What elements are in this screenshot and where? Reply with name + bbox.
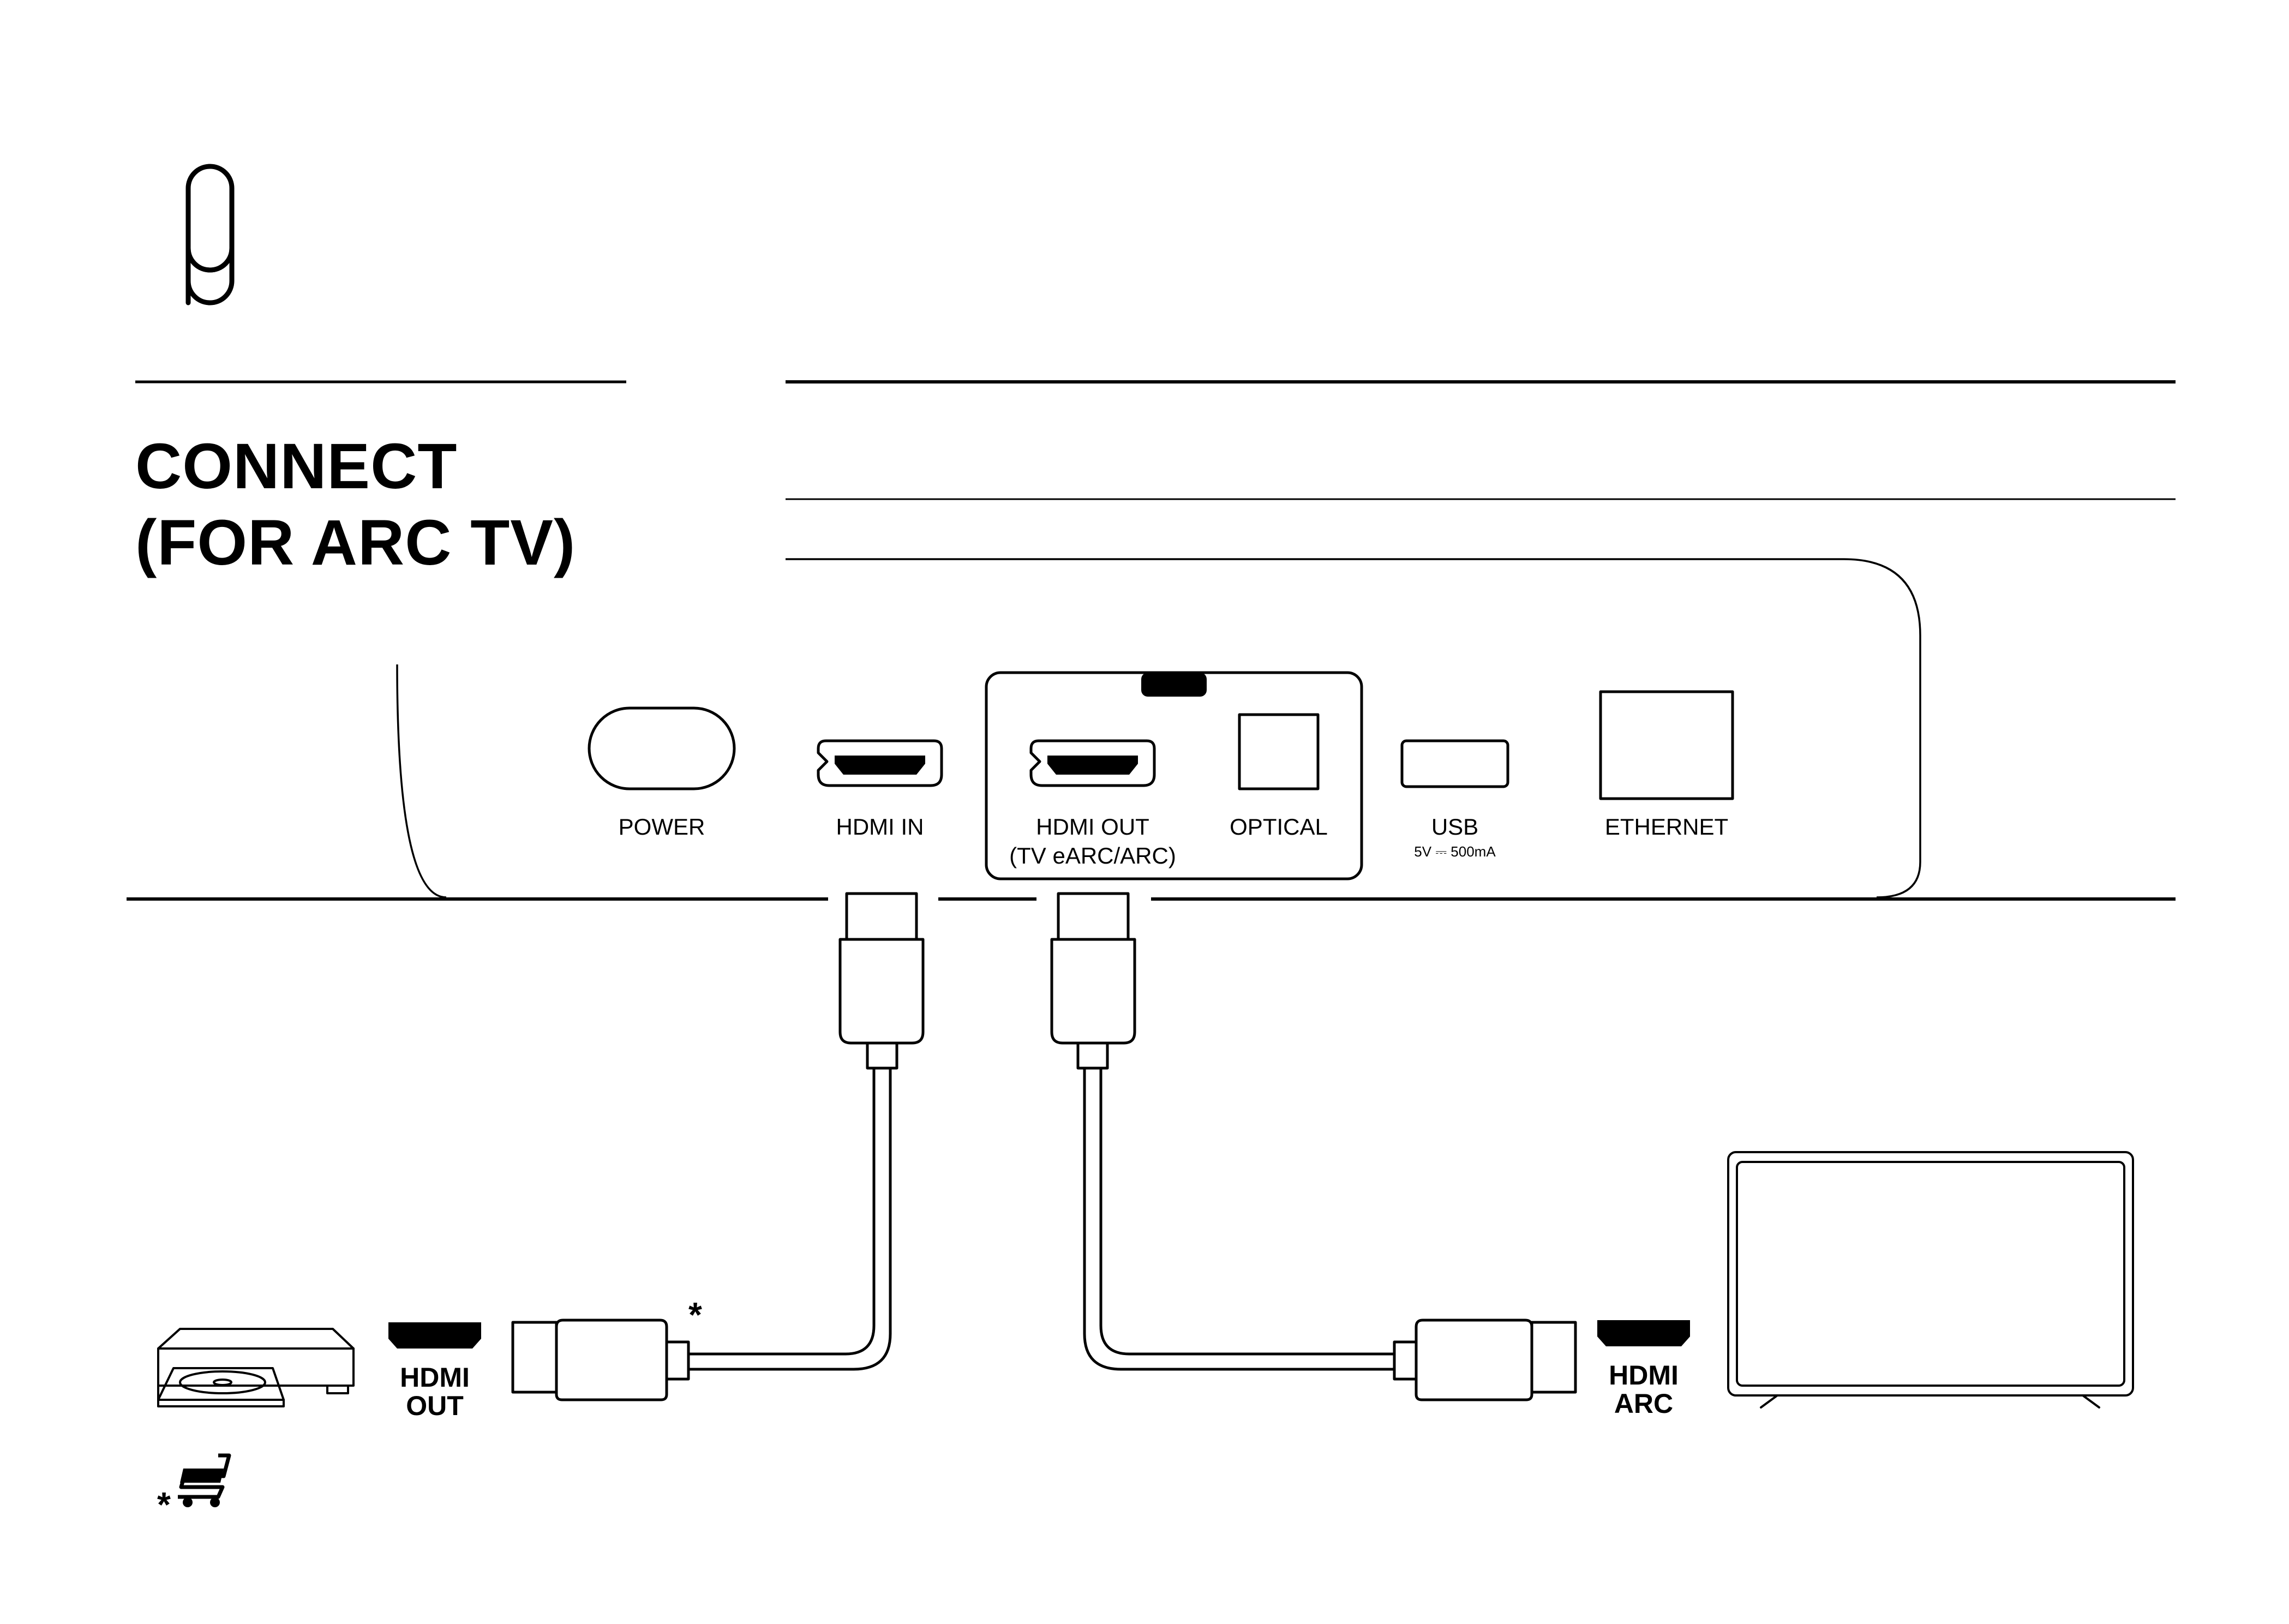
power-port: POWER — [588, 706, 736, 840]
source-hdmi-out-port: HDMI OUT — [388, 1322, 481, 1421]
hdmi-in-port: HDMI IN — [817, 739, 943, 840]
usb-port: USB 5V ⎓ 500mA — [1400, 739, 1509, 860]
hdmi-port-icon — [1597, 1320, 1690, 1346]
tv-port-label-line1: HDMI — [1609, 1360, 1679, 1391]
usb-port-icon — [1400, 739, 1509, 788]
soundbar-body — [396, 558, 1921, 898]
hdmi-out-label: HDMI OUT — [1036, 814, 1149, 840]
hdmi-out-optical-panel — [985, 671, 1363, 880]
page-title-line1: CONNECT — [135, 430, 457, 502]
optional-cable-asterisk: * — [688, 1295, 702, 1334]
hdmi-in-label: HDMI IN — [836, 814, 924, 840]
optical-port: OPTICAL — [1230, 713, 1328, 840]
optical-label: OPTICAL — [1230, 814, 1328, 840]
ethernet-port: ETHERNET — [1599, 690, 1734, 840]
page-title-line2: (FOR ARC TV) — [135, 507, 576, 579]
hdmi-port-icon — [1029, 739, 1156, 787]
usb-label: USB — [1431, 814, 1478, 840]
hdmi-cable-icon — [1050, 892, 1577, 1401]
hdmi-port-icon — [388, 1322, 481, 1349]
ethernet-label: ETHERNET — [1605, 814, 1728, 840]
blu-ray-player-icon — [157, 1328, 355, 1407]
shopping-cart-icon — [178, 1453, 231, 1507]
power-label: POWER — [619, 814, 705, 840]
sonos-logo-icon — [185, 164, 235, 305]
optical-port-icon — [1238, 713, 1320, 790]
hdmi-cable-icon — [511, 892, 925, 1401]
source-port-label-line1: HDMI — [400, 1362, 470, 1393]
hdmi-port-icon — [817, 739, 943, 787]
tv-hdmi-arc-port: HDMI ARC — [1597, 1320, 1690, 1419]
footnote-asterisk: * — [157, 1485, 171, 1524]
ethernet-port-icon — [1599, 690, 1734, 800]
source-port-label-line2: OUT — [406, 1391, 464, 1421]
hdmi-out-sublabel: (TV eARC/ARC) — [1009, 843, 1176, 868]
soundbar-top-lines — [786, 380, 2176, 500]
hdmi-out-port: HDMI OUT (TV eARC/ARC) — [1009, 739, 1176, 868]
usb-spec: 5V ⎓ 500mA — [1414, 843, 1496, 860]
footnote: * — [157, 1453, 231, 1524]
tv-icon — [1727, 1151, 2134, 1409]
tv-port-label-line2: ARC — [1614, 1388, 1673, 1419]
